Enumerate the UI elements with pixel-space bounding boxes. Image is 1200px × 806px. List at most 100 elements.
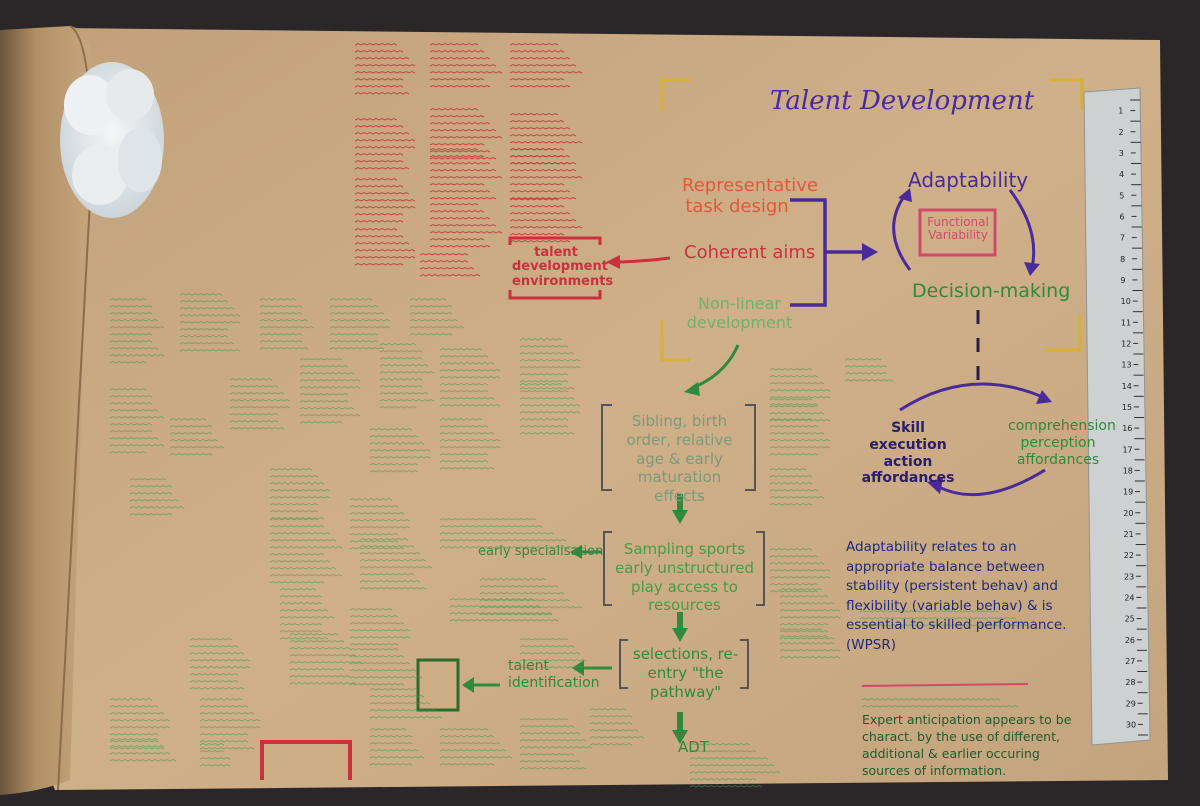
- handwriting-scribble: [509, 155, 565, 158]
- handwriting-scribble: [109, 347, 159, 350]
- handwriting-scribble: [439, 532, 555, 535]
- handwriting-scribble: [509, 197, 577, 200]
- handwriting-scribble: [299, 407, 355, 410]
- handwriting-scribble: [844, 372, 888, 375]
- handwriting-scribble: [509, 85, 571, 88]
- handwriting-scribble: [769, 439, 831, 442]
- handwriting-scribble: [769, 368, 813, 371]
- handwriting-scribble: [289, 675, 351, 678]
- comprehension-label: comprehension perception affordances: [1008, 418, 1116, 468]
- handwriting-scribble: [279, 595, 323, 598]
- handwriting-scribble: [329, 340, 379, 343]
- handwriting-scribble: [229, 413, 279, 416]
- handwriting-scribble: [329, 312, 385, 315]
- handwriting-scribble: [269, 475, 319, 478]
- handwriting-scribble: [509, 43, 559, 46]
- handwriting-scribble: [289, 668, 345, 671]
- handwriting-scribble: [349, 622, 405, 625]
- handwriting-scribble: [299, 365, 349, 368]
- handwriting-scribble: [589, 736, 645, 739]
- handwriting-scribble: [349, 636, 411, 639]
- handwriting-scribble: [369, 442, 425, 445]
- handwriting-scribble: [129, 513, 173, 516]
- handwriting-scribble: [354, 57, 410, 60]
- steel-ruler: 1234567891011121314151617181920212223242…: [1083, 87, 1151, 746]
- handwriting-scribble: [109, 298, 147, 301]
- handwriting-scribble: [769, 489, 819, 492]
- handwriting-scribble: [429, 108, 479, 111]
- handwriting-scribble: [409, 319, 459, 322]
- handwriting-scribble: [354, 125, 404, 128]
- handwriting-scribble: [519, 383, 563, 386]
- handwriting-scribble: [439, 763, 495, 766]
- handwriting-scribble: [269, 553, 325, 556]
- handwriting-scribble: [129, 485, 173, 488]
- affordance-arrow-bottom: [934, 468, 1046, 497]
- handwriting-scribble: [369, 735, 413, 738]
- handwriting-scribble: [779, 609, 841, 612]
- handwriting-scribble: [354, 85, 404, 88]
- handwriting-scribble: [769, 403, 819, 406]
- handwriting-scribble: [329, 333, 379, 336]
- handwriting-scribble: [109, 752, 171, 755]
- handwriting-scribble: [179, 314, 241, 317]
- ruler-number: 22: [1124, 551, 1134, 560]
- affordance-arrow-top: [899, 382, 1046, 412]
- handwriting-scribble: [379, 364, 429, 367]
- handwriting-scribble: [179, 342, 235, 345]
- handwriting-scribble: [279, 616, 335, 619]
- handwriting-scribble: [269, 482, 325, 485]
- handwriting-scribble: [359, 573, 415, 576]
- handwriting-scribble: [429, 115, 485, 118]
- arrowhead-green-1: [684, 382, 700, 396]
- handwriting-scribble: [519, 425, 569, 428]
- arrowhead-square: [462, 677, 474, 693]
- handwriting-scribble: [519, 767, 587, 770]
- handwriting-scribble: [429, 64, 497, 67]
- handwriting-scribble: [349, 683, 405, 686]
- handwriting-scribble: [439, 390, 489, 393]
- handwriting-scribble: [354, 178, 398, 181]
- handwriting-scribble: [769, 412, 825, 415]
- handwriting-scribble: [109, 312, 153, 315]
- handwriting-scribble: [429, 157, 497, 160]
- handwriting-scribble: [369, 428, 413, 431]
- handwriting-scribble: [429, 155, 485, 158]
- handwriting-scribble: [279, 630, 323, 633]
- handwriting-scribble: [169, 453, 213, 456]
- handwriting-scribble: [129, 492, 173, 495]
- handwriting-scribble: [349, 505, 399, 508]
- handwriting-scribble: [429, 57, 491, 60]
- handwriting-scribble: [589, 729, 639, 732]
- handwriting-scribble: [379, 378, 423, 381]
- cycle-arrow-right: [1008, 189, 1036, 269]
- handwriting-scribble: [519, 659, 587, 662]
- handwriting-scribble: [509, 71, 583, 74]
- handwriting-scribble: [329, 319, 391, 322]
- handwriting-scribble: [109, 395, 153, 398]
- handwriting-scribble: [369, 728, 407, 731]
- handwriting-scribble: [109, 698, 153, 701]
- ruler-number: 19: [1123, 488, 1133, 497]
- pathway-step-4: ADT: [678, 738, 709, 756]
- ruler-number: 3: [1119, 149, 1124, 158]
- ruler-number: 6: [1120, 212, 1125, 221]
- handwriting-scribble: [109, 333, 153, 336]
- handwriting-scribble: [509, 205, 565, 208]
- handwriting-scribble: [479, 613, 553, 616]
- talent-environments-box: [508, 236, 602, 300]
- handwriting-scribble: [429, 129, 497, 132]
- handwriting-scribble: [349, 669, 417, 672]
- pathway-down-arrows: [672, 494, 688, 744]
- handwriting-scribble: [109, 712, 165, 715]
- functional-variability-label: Functional Variability: [927, 215, 989, 242]
- handwriting-scribble: [189, 645, 239, 648]
- ruler-number: 5: [1119, 191, 1124, 200]
- handwriting-scribble: [289, 640, 345, 643]
- handwriting-scribble: [449, 598, 535, 601]
- handwriting-scribble: [409, 312, 453, 315]
- handwriting-scribble: [189, 687, 245, 690]
- handwriting-scribble: [349, 498, 393, 501]
- handwriting-scribble: [509, 198, 559, 201]
- handwriting-scribble: [519, 739, 587, 742]
